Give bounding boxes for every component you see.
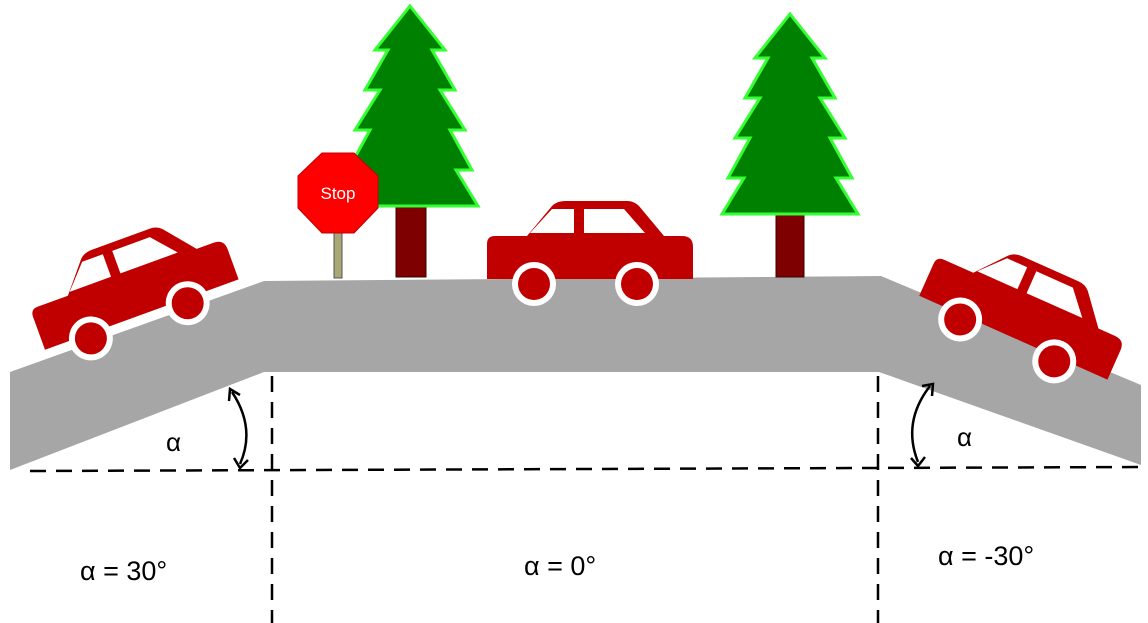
sign-post xyxy=(333,231,343,279)
horizontal-reference-line xyxy=(29,465,1142,473)
angle-symbol-left: α xyxy=(166,427,181,457)
region-label-middle: α = 0° xyxy=(524,551,596,581)
tree-left xyxy=(340,4,480,278)
angle-symbol-right: α xyxy=(957,422,972,452)
tree-trunk xyxy=(395,199,427,278)
road xyxy=(10,276,1141,470)
region-label-right: α = -30° xyxy=(938,541,1034,571)
region-label-left: α = 30° xyxy=(80,556,167,586)
stop-sign-text: Stop xyxy=(321,184,356,203)
angle-arc-left xyxy=(227,386,249,471)
stop-sign: Stop xyxy=(297,152,379,279)
tree-right xyxy=(720,12,860,278)
tree-foliage xyxy=(720,12,860,216)
reference-lines xyxy=(29,376,1142,623)
stop-octagon xyxy=(297,152,379,234)
angle-arc-right xyxy=(910,382,935,468)
